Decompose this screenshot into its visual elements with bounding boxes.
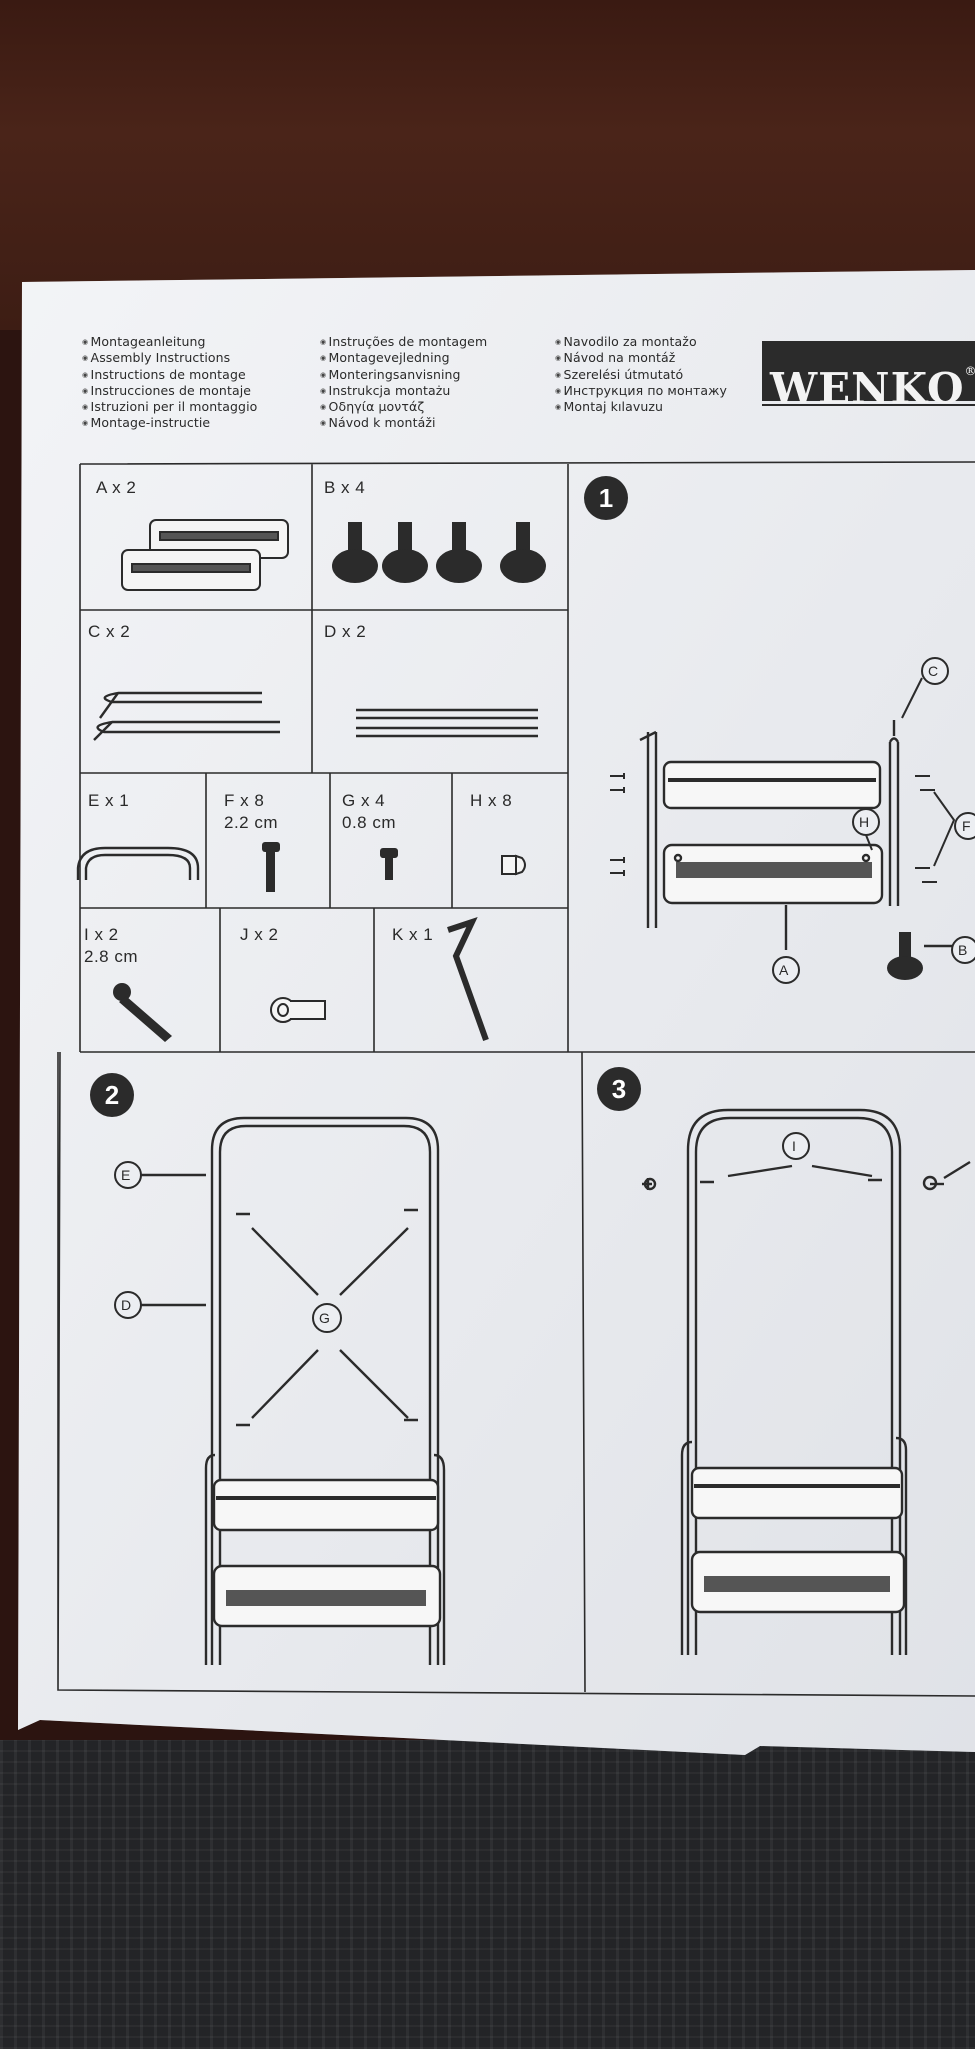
header-languages-col3: Navodilo za montažo Návod na montáž Szer… xyxy=(555,334,727,415)
part-e-top-bar-drawing xyxy=(76,846,200,880)
header-line: Οδηγία μοντάζ xyxy=(320,399,487,415)
step2-assembly-drawing xyxy=(128,1116,446,1665)
header-line: Návod k montáži xyxy=(320,415,487,431)
header-line: Instruções de montagem xyxy=(320,334,488,350)
step-2-badge: 2 xyxy=(90,1073,134,1117)
part-i-label: I x 2 xyxy=(84,925,119,944)
part-h-label: H x 8 xyxy=(470,791,513,810)
callout-g: G xyxy=(319,1310,331,1326)
step1-foot xyxy=(887,932,923,980)
steps-table-border xyxy=(57,1051,975,1697)
part-f-size: 2.2 cm xyxy=(224,813,279,832)
callout-c: C xyxy=(928,663,939,679)
part-d-label: D x 2 xyxy=(324,622,367,641)
part-k-label: K x 1 xyxy=(392,925,434,944)
header-line: Montagevejledning xyxy=(320,350,487,366)
part-b-feet-drawing xyxy=(332,522,546,583)
header-languages-col1: Montageanleitung Assembly Instructions I… xyxy=(82,334,258,432)
logo-underline xyxy=(762,404,975,406)
part-d-tubes-drawing xyxy=(356,708,538,738)
step3-assembly-drawing xyxy=(642,1108,971,1655)
header-line: Assembly Instructions xyxy=(82,350,257,366)
callout-b: B xyxy=(958,942,968,958)
part-a-label: A x 2 xyxy=(96,478,137,497)
part-k-hex-key-drawing xyxy=(447,916,489,1042)
part-j-label: J x 2 xyxy=(240,925,279,944)
callout-e: E xyxy=(121,1167,131,1183)
part-f-screw-drawing xyxy=(262,842,280,892)
part-j-sleeve-drawing xyxy=(270,997,326,1023)
header-line: Szerelési útmutató xyxy=(555,367,727,383)
header-line: Montageanleitung xyxy=(82,334,257,350)
part-g-label: G x 4 xyxy=(342,791,386,810)
step1-assembly-drawing xyxy=(639,720,958,950)
registered-mark: ® xyxy=(964,364,975,378)
step-1-badge: 1 xyxy=(584,476,628,520)
part-f-label: F x 8 xyxy=(224,791,265,810)
header-languages-col2: Instruções de montagem Montagevejledning… xyxy=(320,334,488,432)
header-line: Navodilo za montažo xyxy=(555,334,727,350)
part-c-side-frames-drawing xyxy=(93,691,280,741)
part-b-label: B x 4 xyxy=(324,478,366,497)
instruction-sheet xyxy=(18,270,975,1755)
step-3-badge: 3 xyxy=(597,1067,641,1111)
callout-d: D xyxy=(121,1297,132,1313)
callout-i: I xyxy=(792,1138,797,1154)
step1-screws xyxy=(610,773,956,883)
header-line: Montaj kılavuzu xyxy=(555,399,727,415)
part-i-bolt-drawing xyxy=(113,983,172,1042)
header-line: Instrucciones de montaje xyxy=(82,383,257,399)
instruction-drawings xyxy=(57,461,975,1697)
header-line: Monteringsanvisning xyxy=(320,367,487,383)
header-line: Instrukcja montażu xyxy=(320,383,487,399)
header-line: Montage-instructie xyxy=(82,415,257,431)
part-i-size: 2.8 cm xyxy=(84,947,139,966)
parts-table-border xyxy=(79,461,975,1053)
callout-a: A xyxy=(779,962,789,978)
part-h-cap-nut-drawing xyxy=(501,854,526,876)
carpet-background xyxy=(0,1740,975,2049)
callout-h: H xyxy=(859,814,870,830)
header-line: Istruzioni per il montaggio xyxy=(82,399,258,415)
part-e-label: E x 1 xyxy=(88,791,130,810)
part-g-size: 0.8 cm xyxy=(342,813,397,832)
part-c-label: C x 2 xyxy=(88,622,131,641)
part-g-screw-drawing xyxy=(380,848,398,880)
header-line: Инструкция по монтажу xyxy=(555,383,727,399)
part-a-shelves-drawing xyxy=(121,519,289,591)
callout-f: F xyxy=(962,818,972,834)
header-line: Instructions de montage xyxy=(82,367,257,383)
header-line: Návod na montáž xyxy=(555,350,727,366)
